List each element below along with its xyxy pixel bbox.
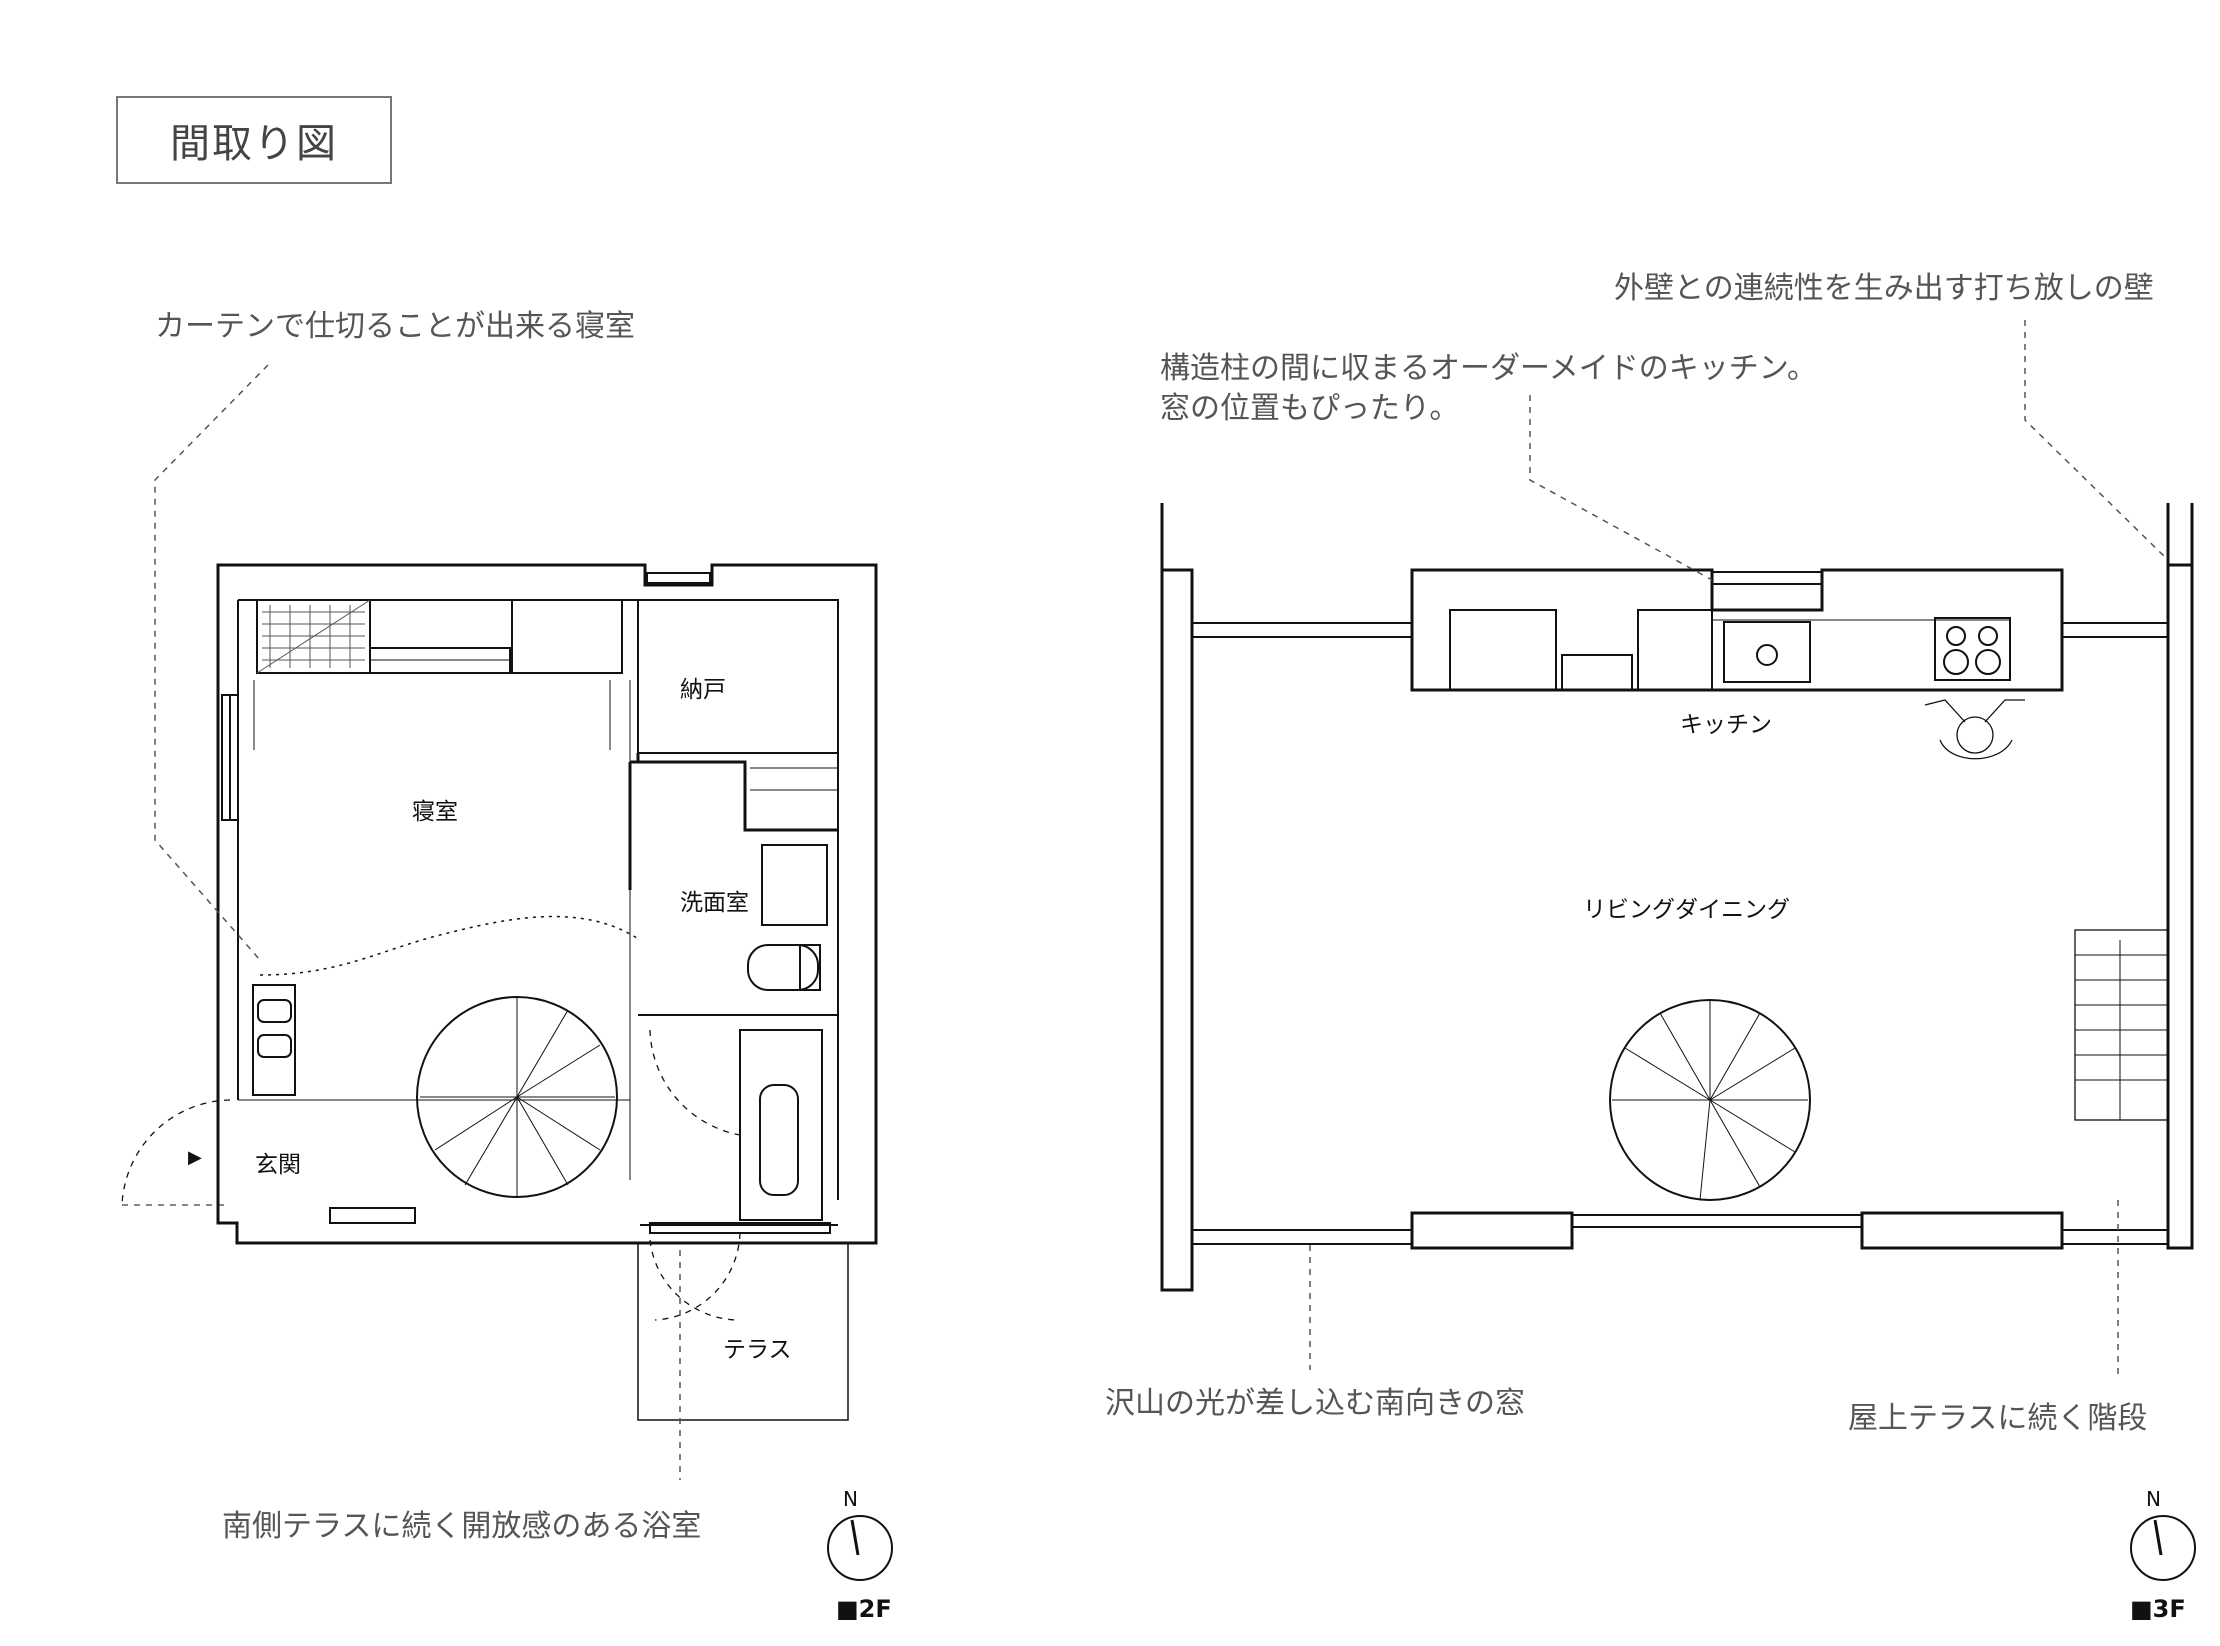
- 2f-bathtub: [739, 1029, 823, 1221]
- leader-lines: [154, 320, 2169, 1480]
- north-label-2f: N: [843, 1487, 858, 1511]
- room-bedroom: 寝室: [412, 799, 458, 825]
- plan-3f: [1160, 503, 2194, 1292]
- 3f-kitchen-wall: [1410, 568, 2064, 692]
- note-kitchen-line2: 窓の位置もぴったり。: [1160, 391, 1460, 426]
- note-bath-terrace: 南側テラスに続く開放感のある浴室: [222, 1509, 702, 1544]
- 2f-top-window: [646, 572, 711, 584]
- 2f-toilet: [747, 944, 819, 991]
- north-label-3f: N: [2146, 1487, 2161, 1511]
- north-compass-3f: [2130, 1515, 2196, 1581]
- 2f-entrance-door-swing: [121, 1099, 231, 1206]
- note-bedroom-curtain: カーテンで仕切ることが出来る寝室: [155, 309, 635, 344]
- 2f-terrace: [637, 1243, 849, 1421]
- note-exterior-wall: 外壁との連続性を生み出す打ち放しの壁: [1614, 271, 2154, 306]
- north-compass-2f: [827, 1515, 893, 1581]
- 2f-closet-3: [511, 599, 623, 674]
- note-roof-stairs: 屋上テラスに続く階段: [1848, 1401, 2148, 1436]
- room-washroom: 洗面室: [680, 890, 749, 916]
- 2f-outer-wall: [216, 563, 878, 1245]
- 2f-sink-counter: [761, 844, 828, 926]
- note-kitchen-line1: 構造柱の間に収まるオーダーメイドのキッチン。: [1160, 351, 1817, 386]
- note-south-window: 沢山の光が差し込む南向きの窓: [1105, 1386, 1525, 1421]
- 3f-stove: [1934, 617, 2011, 681]
- page-title: 間取り図: [116, 96, 392, 184]
- 2f-closet-hatched: [256, 599, 371, 674]
- plan-2f: [121, 563, 878, 1421]
- room-storage: 納戸: [680, 677, 726, 703]
- 2f-curtain-line: [259, 915, 641, 976]
- floor-label-2f: ■2F: [836, 1595, 892, 1623]
- entry-arrow-marker: ▶: [188, 1147, 202, 1168]
- 2f-storage: [637, 599, 839, 754]
- room-terrace: テラス: [723, 1337, 792, 1363]
- room-entrance: 玄関: [255, 1152, 301, 1178]
- room-kitchen: キッチン: [1680, 712, 1772, 738]
- 3f-person-figure: [1924, 699, 2025, 760]
- 3f-roof-stair: [2074, 929, 2169, 1121]
- floor-label-3f: ■3F: [2130, 1595, 2186, 1623]
- 3f-sink: [1723, 621, 1811, 683]
- room-living-dining: リビングダイニング: [1583, 897, 1790, 923]
